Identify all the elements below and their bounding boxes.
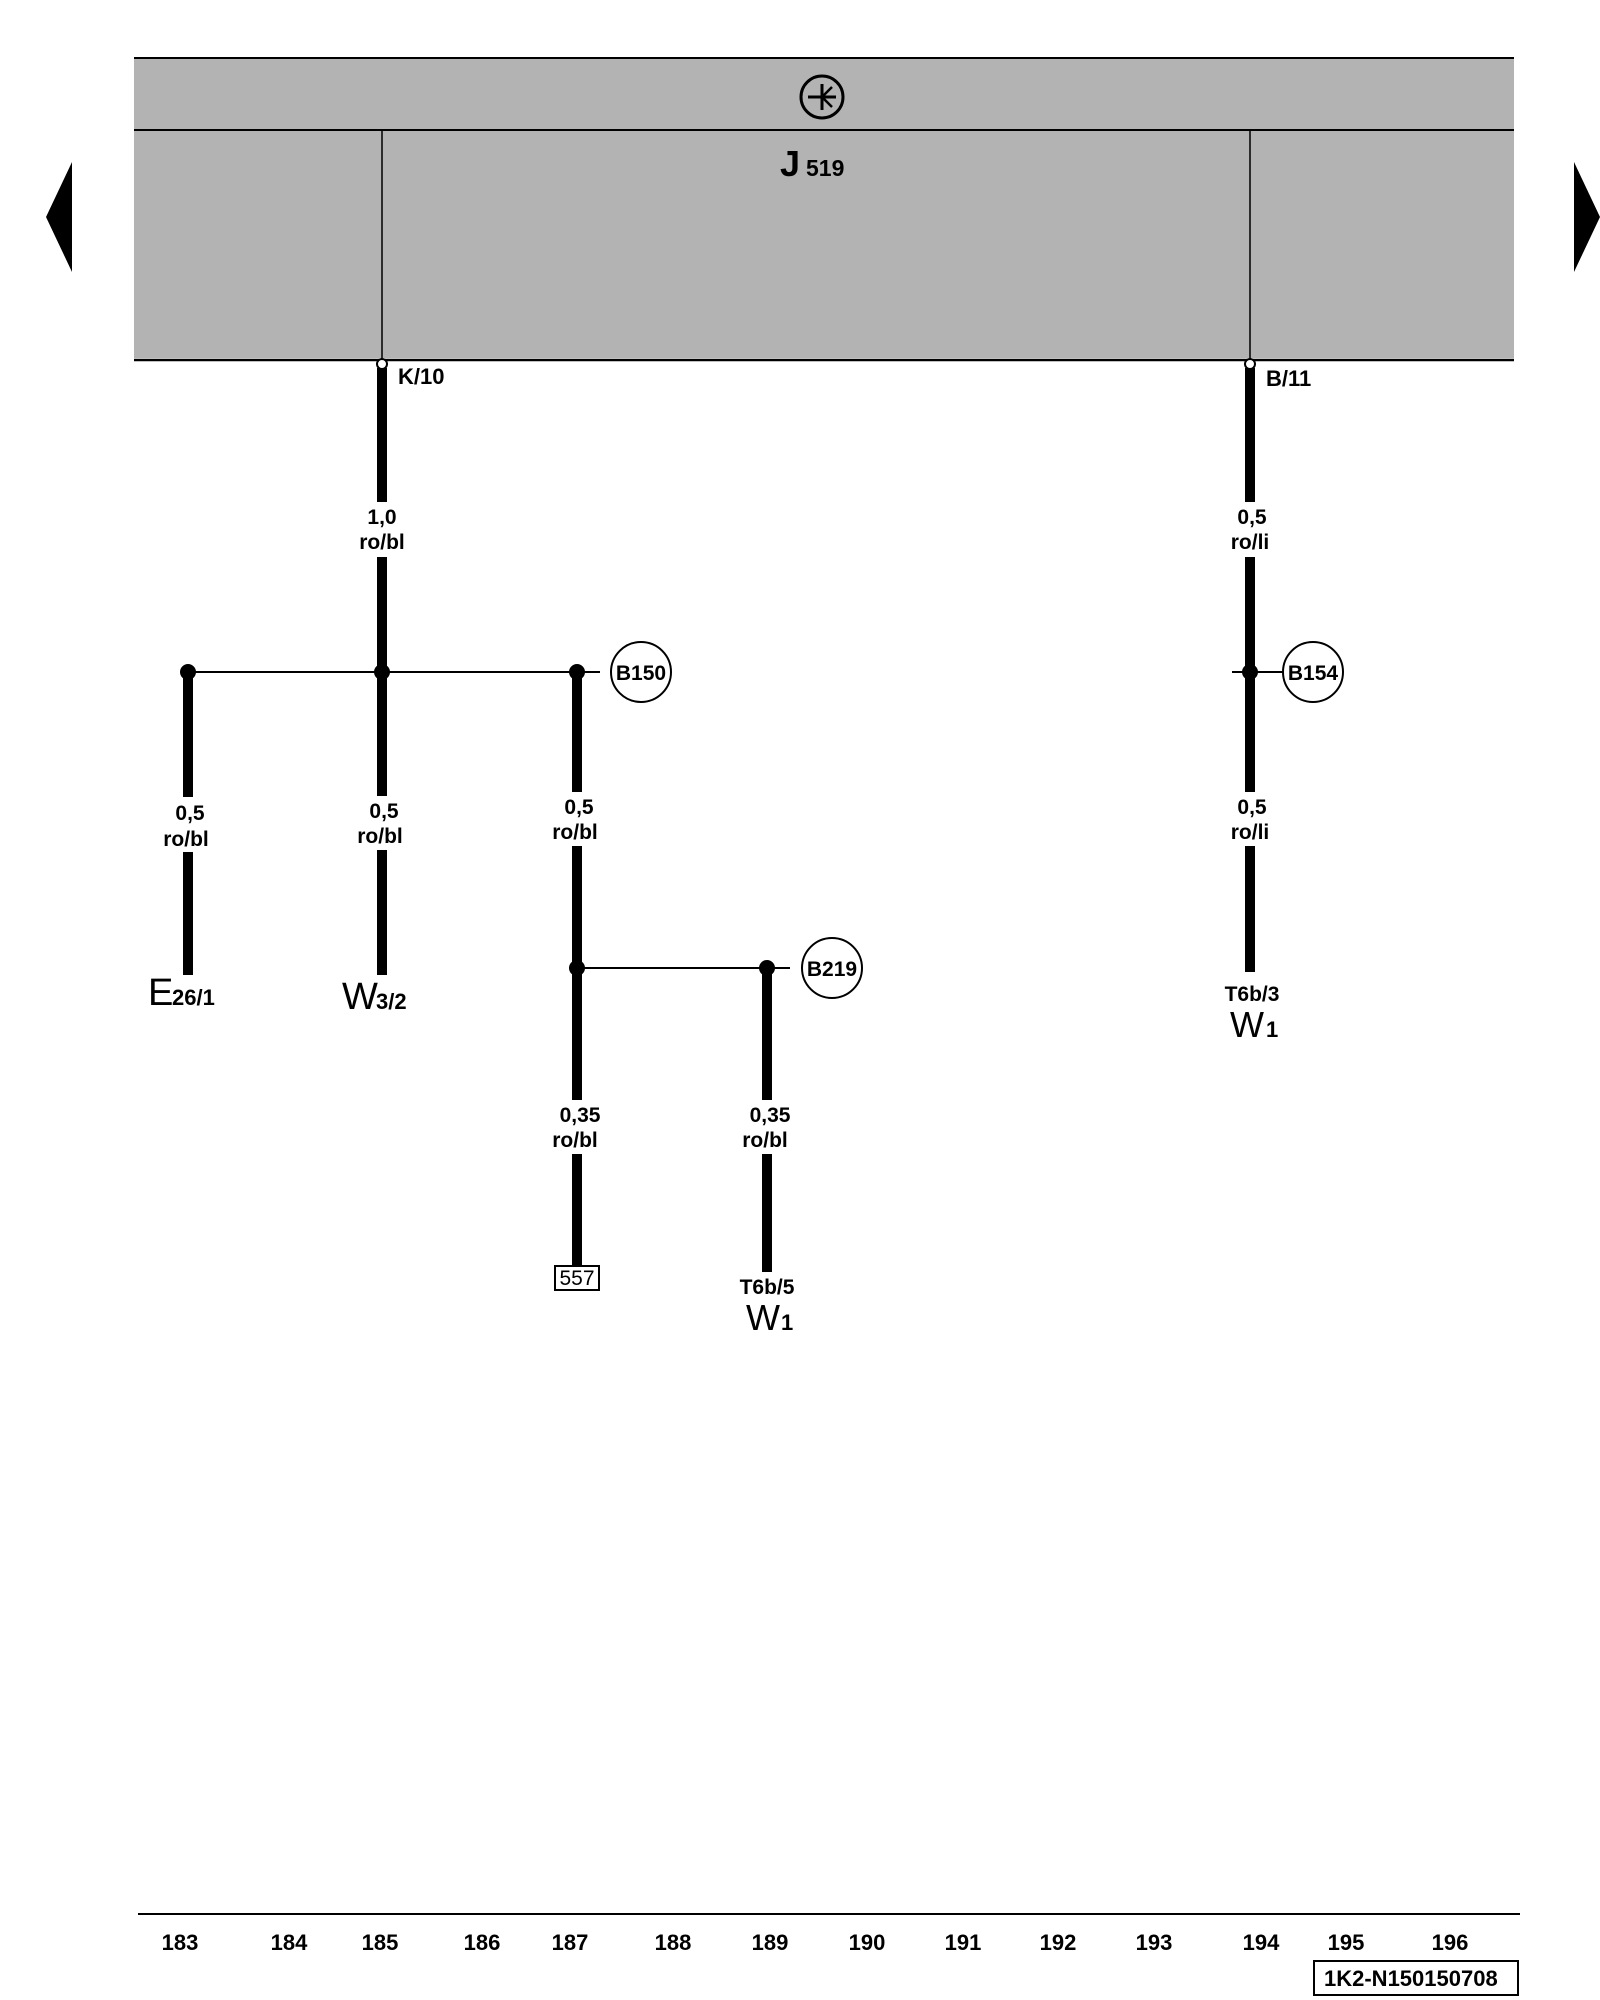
track-number: 188 <box>655 1930 692 1955</box>
document-id: 1K2-N150150708 <box>1324 1966 1498 1991</box>
connector-label: T6b/5 <box>740 1276 795 1299</box>
wire-w3: 0,5 ro/bl <box>357 672 403 975</box>
wire-color-label: ro/bl <box>163 828 209 851</box>
wire-to-t6b5: 0,35 ro/bl <box>742 968 791 1272</box>
track-number: 187 <box>552 1930 589 1955</box>
track-number: 193 <box>1136 1930 1173 1955</box>
splice-b154: B154 <box>1282 641 1344 703</box>
control-unit-subscript: 519 <box>806 155 844 181</box>
track-number: 190 <box>849 1930 886 1955</box>
track-number: 191 <box>945 1930 982 1955</box>
track-number: 192 <box>1040 1930 1077 1955</box>
track-number: 183 <box>162 1930 199 1955</box>
wire-gauge-label: 0,35 <box>750 1104 791 1127</box>
splice-label: B219 <box>807 958 857 981</box>
component-t6b3-w1: T6b/3 W 1 <box>1225 983 1280 1045</box>
component-letter: W <box>1230 1004 1264 1045</box>
current-track-numbers: 183 184 185 186 187 188 189 190 191 192 193 194 195 1… <box>162 1930 1469 1955</box>
track-number: 186 <box>464 1930 501 1955</box>
wire-gauge-label: 0,35 <box>560 1104 601 1127</box>
wire-b150-drop: 0,5 ro/bl <box>552 672 598 968</box>
wire-gauge-label: 1,0 <box>367 506 396 529</box>
triangle-right-icon[interactable] <box>1574 162 1600 272</box>
track-number: 189 <box>752 1930 789 1955</box>
component-e26-1: E 26/1 <box>148 972 215 1014</box>
pin-label-k10: K/10 <box>398 364 444 389</box>
triangle-left-icon[interactable] <box>46 162 72 272</box>
wire-color-label: ro/li <box>1231 531 1270 554</box>
splice-label: B150 <box>616 662 666 685</box>
track-number: 184 <box>271 1930 308 1955</box>
wire-color-label: ro/bl <box>742 1129 788 1152</box>
pin-b11-terminal <box>1244 358 1256 370</box>
wire-color-label: ro/bl <box>552 821 598 844</box>
component-w3-2: W 3/2 <box>342 976 407 1018</box>
splice-b150: B150 <box>610 641 672 703</box>
reference-box-557[interactable]: 557 <box>554 1265 600 1291</box>
component-t6b5-w1: T6b/5 W 1 <box>740 1276 795 1338</box>
track-number: 196 <box>1432 1930 1469 1955</box>
component-letter: W <box>342 976 378 1018</box>
reference-label: 557 <box>559 1267 594 1290</box>
wire-b11-upper: 0,5 ro/li <box>1231 368 1270 672</box>
wire-color-label: ro/bl <box>357 825 403 848</box>
wire-e26: 0,5 ro/bl <box>163 672 209 975</box>
wire-gauge-label: 0,5 <box>1237 506 1267 529</box>
connector-label: T6b/3 <box>1225 983 1280 1006</box>
wire-k10-main: 1,0 ro/bl <box>359 368 405 672</box>
component-subscript: 1 <box>781 1310 793 1335</box>
pin-k10-terminal <box>376 358 388 370</box>
wire-color-label: ro/bl <box>359 531 405 554</box>
wire-gauge-label: 0,5 <box>1237 796 1267 819</box>
pin-label-b11: B/11 <box>1266 366 1311 391</box>
wire-gauge-label: 0,5 <box>369 800 399 823</box>
wire-gauge-label: 0,5 <box>564 796 594 819</box>
wire-gauge-label: 0,5 <box>175 802 205 825</box>
track-number: 194 <box>1243 1930 1280 1955</box>
splice-label: B154 <box>1288 662 1339 685</box>
component-subscript: 1 <box>1266 1017 1278 1042</box>
ground-circuit-icon <box>799 74 845 120</box>
splice-b219: B219 <box>801 937 863 999</box>
wire-to-557: 0,35 ro/bl <box>552 968 601 1270</box>
control-unit-j519: J 519 <box>134 57 1514 362</box>
track-number: 195 <box>1328 1930 1365 1955</box>
component-subscript: 26/1 <box>172 985 215 1010</box>
component-subscript: 3/2 <box>376 989 407 1014</box>
wire-color-label: ro/bl <box>552 1129 598 1152</box>
document-id-box: 1K2-N150150708 <box>1313 1960 1519 1996</box>
wire-b11-lower: 0,5 ro/li <box>1231 672 1270 972</box>
track-number: 185 <box>362 1930 399 1955</box>
component-letter: E <box>148 972 173 1014</box>
wire-color-label: ro/li <box>1231 821 1270 844</box>
component-letter: W <box>746 1297 780 1338</box>
control-unit-letter: J <box>780 143 800 184</box>
